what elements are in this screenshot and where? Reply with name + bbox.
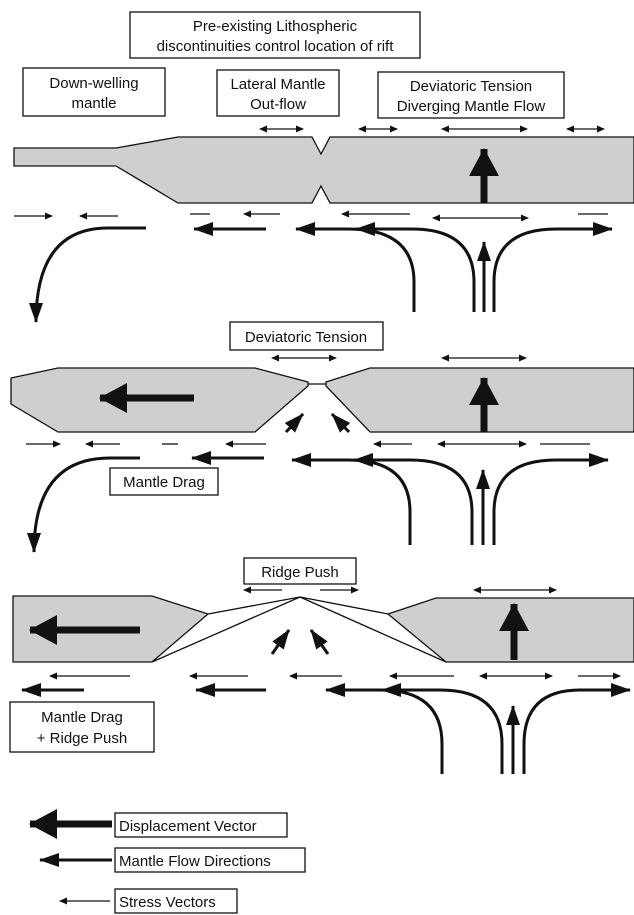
plate-stage-1 xyxy=(13,136,634,204)
drag-push-box: Mantle Drag + Ridge Push xyxy=(9,701,155,753)
mantle-flow-arrow xyxy=(492,222,613,312)
mantle-flow-arrow xyxy=(522,683,631,774)
mantle-flow-arrow xyxy=(295,222,416,312)
stage-3 xyxy=(12,586,634,774)
deviatoric-line-2: Diverging Mantle Flow xyxy=(397,98,546,115)
downwelling-line-1: Down-welling xyxy=(49,75,138,92)
legend-item: Displacement Vector xyxy=(28,809,288,839)
downwelling-box: Down-welling mantle xyxy=(22,67,166,117)
legend-item: Mantle Flow Directions xyxy=(39,847,306,873)
legend-label: Mantle Flow Directions xyxy=(119,853,271,870)
mantle-drag-label: Mantle Drag xyxy=(123,474,205,491)
drag-push-line-1: Mantle Drag xyxy=(41,709,123,726)
mantle-flow-arrow xyxy=(353,453,474,545)
lateral-line-1: Lateral Mantle xyxy=(230,76,325,93)
title-line-2: discontinuities control location of rift xyxy=(157,38,395,55)
mantle-flow-arrow xyxy=(291,453,412,545)
stage-1 xyxy=(13,125,634,323)
deviatoric-tension-box: Deviatoric Tension xyxy=(229,321,384,351)
mantle-flow-arrow xyxy=(325,683,444,774)
stress-vector xyxy=(309,629,330,655)
lateral-outflow-box: Lateral Mantle Out-flow xyxy=(216,69,340,117)
mantle-flow-arrow xyxy=(27,456,140,553)
stress-vector xyxy=(284,412,305,434)
mantle-flow-arrow xyxy=(381,683,504,774)
ridge-push-box: Ridge Push xyxy=(243,557,357,585)
title-line-1: Pre-existing Lithospheric xyxy=(193,18,358,35)
legend-label: Stress Vectors xyxy=(119,894,216,911)
deviatoric-diverging-box: Deviatoric Tension Diverging Mantle Flow xyxy=(377,71,565,119)
drag-push-line-2: + Ridge Push xyxy=(37,730,127,747)
mantle-flow-arrow xyxy=(492,453,609,545)
downwelling-line-2: mantle xyxy=(71,95,116,112)
deviatoric-line-1: Deviatoric Tension xyxy=(410,78,532,95)
lateral-line-2: Out-flow xyxy=(250,96,306,113)
mantle-drag-box: Mantle Drag xyxy=(109,467,219,496)
legend-label: Displacement Vector xyxy=(119,818,257,835)
mantle-flow-arrow xyxy=(355,222,476,312)
stress-vector xyxy=(270,629,291,655)
ridge-crest xyxy=(151,596,447,663)
deviatoric-tension-label: Deviatoric Tension xyxy=(245,329,367,346)
title-box: Pre-existing Lithospheric discontinuitie… xyxy=(129,11,421,59)
stage-2 xyxy=(10,354,634,553)
legend-item: Stress Vectors xyxy=(59,888,238,914)
legend: Displacement Vector Mantle Flow Directio… xyxy=(28,809,306,914)
stress-vector xyxy=(330,412,351,434)
plate-stage-2-right xyxy=(325,367,634,433)
ridge-push-label: Ridge Push xyxy=(261,564,339,581)
mantle-flow-arrow xyxy=(29,226,146,323)
